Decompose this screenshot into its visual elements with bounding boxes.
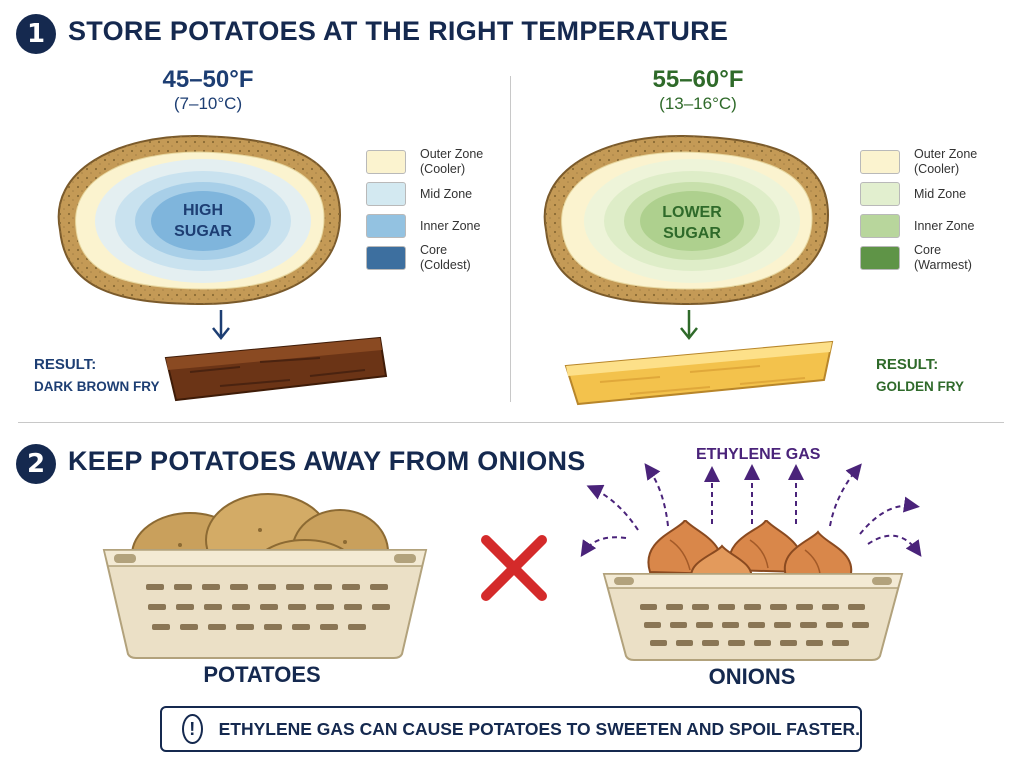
cold-potato-cross-section: HIGH SUGAR [57, 134, 342, 306]
warm-legend-item: Inner Zone [860, 210, 1010, 242]
cold-legend: Outer Zone(Cooler) Mid Zone Inner Zone C… [366, 146, 516, 274]
warm-legend-label: Mid Zone [914, 186, 967, 201]
warning-text: ETHYLENE GAS CAN CAUSE POTATOES TO SWEET… [218, 718, 860, 739]
cold-core-text-line1: HIGH [183, 202, 223, 219]
warm-legend-label: Outer Zone(Cooler) [914, 147, 978, 176]
warm-temp-celsius: (13–16°C) [659, 94, 737, 113]
warm-result-title: RESULT: [876, 356, 939, 373]
warm-legend-item: Core(Warmest) [860, 242, 1010, 274]
warm-result: RESULT: GOLDEN FRY [876, 356, 964, 394]
cold-result-title: RESULT: [34, 356, 97, 373]
warm-legend-label: Inner Zone [914, 218, 975, 233]
potato-basket-icon [102, 493, 428, 659]
section-2-title: KEEP POTATOES AWAY FROM ONIONS [68, 446, 586, 476]
cold-legend-item: Core(Coldest) [366, 242, 516, 274]
cold-legend-swatch-mid [366, 182, 406, 206]
section-1-title: STORE POTATOES AT THE RIGHT TEMPERATURE [68, 16, 729, 46]
cold-legend-swatch-outer [366, 150, 406, 174]
warm-legend-swatch-outer [860, 150, 900, 174]
warm-core-text-line2: SUGAR [663, 225, 721, 242]
warm-down-arrow-icon [680, 310, 698, 341]
vertical-divider [510, 76, 511, 402]
warm-potato-cross-section: LOWER SUGAR [543, 134, 830, 306]
cold-temp-celsius: (7–10°C) [173, 94, 243, 113]
onions-label: ONIONS [708, 664, 796, 689]
cold-legend-item: Outer Zone(Cooler) [366, 146, 516, 178]
ethylene-gas-label: ETHYLENE GAS [696, 446, 821, 463]
onion-basket-icon [602, 520, 904, 661]
cold-legend-label: Mid Zone [420, 186, 473, 201]
warm-legend-item: Mid Zone [860, 178, 1010, 210]
warm-legend-swatch-inner [860, 214, 900, 238]
warm-result-value: GOLDEN FRY [876, 379, 965, 394]
cold-legend-label: Core(Coldest) [420, 243, 471, 272]
cold-core-text-line2: SUGAR [174, 223, 232, 240]
dark-brown-fry-icon [164, 336, 388, 402]
warm-core-text-line1: LOWER [662, 204, 722, 221]
warm-temp-fahrenheit: 55–60°F [652, 66, 744, 93]
section-2-number: 2 [16, 444, 56, 484]
cold-result: RESULT: DARK BROWN FRY [34, 356, 160, 394]
cold-legend-swatch-inner [366, 214, 406, 238]
cold-legend-item: Mid Zone [366, 178, 516, 210]
section-1-number: 1 [16, 14, 56, 54]
ethylene-gas-arrows-icon [580, 463, 922, 557]
warm-legend: Outer Zone(Cooler) Mid Zone Inner Zone C… [860, 146, 1010, 274]
cold-legend-label: Outer Zone(Cooler) [420, 147, 484, 176]
warm-legend-swatch-mid [860, 182, 900, 206]
warning-banner: ! ETHYLENE GAS CAN CAUSE POTATOES TO SWE… [160, 706, 862, 752]
cold-result-value: DARK BROWN FRY [34, 379, 160, 394]
cold-legend-swatch-core [366, 246, 406, 270]
potatoes-label: POTATOES [203, 662, 321, 687]
warm-legend-swatch-core [860, 246, 900, 270]
warm-legend-item: Outer Zone(Cooler) [860, 146, 1010, 178]
cold-down-arrow-icon [212, 310, 230, 341]
cold-temp-fahrenheit: 45–50°F [162, 66, 254, 93]
cold-legend-item: Inner Zone [366, 210, 516, 242]
horizontal-divider [18, 422, 1004, 423]
red-x-icon [481, 535, 547, 601]
golden-fry-icon [564, 340, 834, 406]
exclamation-icon: ! [182, 714, 203, 744]
cold-legend-label: Inner Zone [420, 218, 481, 233]
warm-legend-label: Core(Warmest) [914, 243, 972, 272]
